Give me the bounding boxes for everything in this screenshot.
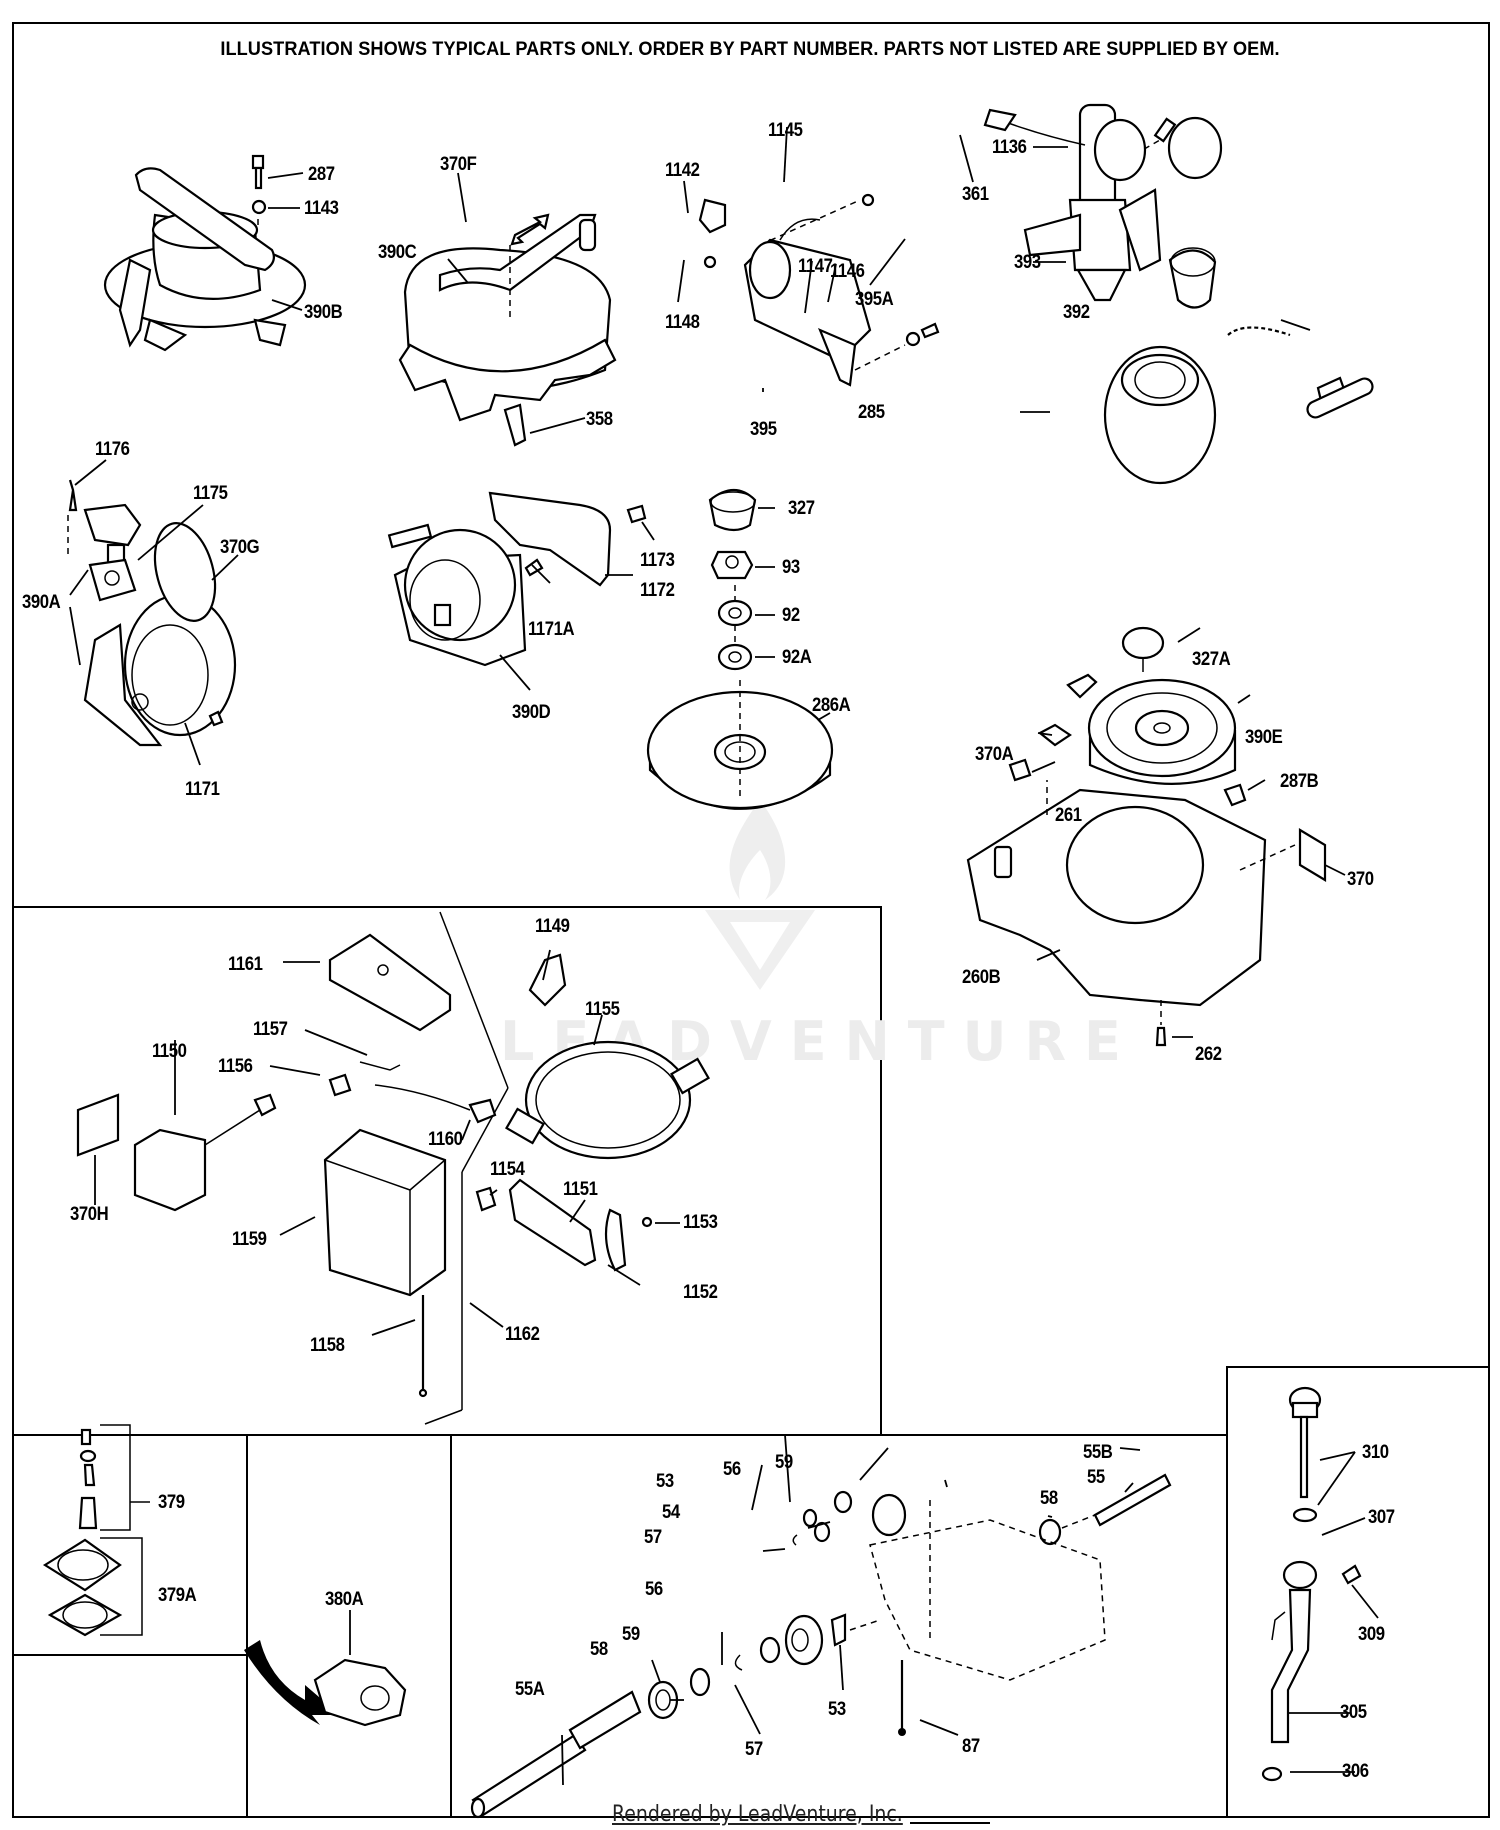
part-label[interactable]: 1172 bbox=[640, 580, 675, 601]
part-label[interactable]: 392 bbox=[1063, 302, 1090, 323]
part-label[interactable]: 59 bbox=[622, 1624, 640, 1645]
footer-rule bbox=[910, 1822, 990, 1824]
part-label[interactable]: 1148 bbox=[665, 312, 700, 333]
part-label[interactable]: 55A bbox=[515, 1679, 545, 1700]
part-label[interactable]: 55B bbox=[1083, 1442, 1113, 1463]
part-label[interactable]: 310 bbox=[1362, 1442, 1389, 1463]
part-label[interactable]: 57 bbox=[644, 1527, 662, 1548]
part-label[interactable]: 1160 bbox=[428, 1129, 463, 1150]
part-label[interactable]: 262 bbox=[1195, 1044, 1222, 1065]
oil-fill-frame bbox=[1226, 1366, 1490, 1818]
part-label[interactable]: 1162 bbox=[505, 1324, 540, 1345]
part-label[interactable]: 55 bbox=[1087, 1467, 1105, 1488]
part-label[interactable]: 1153 bbox=[683, 1212, 718, 1233]
part-label[interactable]: 370 bbox=[1347, 869, 1374, 890]
part-label[interactable]: 1142 bbox=[665, 160, 700, 181]
part-label[interactable]: 390E bbox=[1245, 727, 1283, 748]
part-label[interactable]: 1156 bbox=[218, 1056, 253, 1077]
part-label[interactable]: 1173 bbox=[640, 550, 675, 571]
part-label[interactable]: 1145 bbox=[768, 120, 803, 141]
part-label[interactable]: 57 bbox=[745, 1739, 763, 1760]
part-label[interactable]: 286A bbox=[812, 695, 851, 716]
part-label[interactable]: 327A bbox=[1192, 649, 1231, 670]
part-label[interactable]: 1151 bbox=[563, 1179, 598, 1200]
carb-kit-frame bbox=[12, 1434, 248, 1656]
electric-start-frame bbox=[12, 906, 882, 1436]
part-label[interactable]: 285 bbox=[858, 402, 885, 423]
part-label[interactable]: 58 bbox=[1040, 1488, 1058, 1509]
part-label[interactable]: 287 bbox=[308, 164, 335, 185]
part-label[interactable]: 53 bbox=[656, 1471, 674, 1492]
part-label[interactable]: 370H bbox=[70, 1204, 109, 1225]
part-label[interactable]: 358 bbox=[586, 409, 613, 430]
part-label[interactable]: 390B bbox=[304, 302, 343, 323]
part-label[interactable]: 59 bbox=[775, 1452, 793, 1473]
part-label[interactable]: 53 bbox=[828, 1699, 846, 1720]
part-label[interactable]: 93 bbox=[782, 557, 800, 578]
part-label[interactable]: 370A bbox=[975, 744, 1014, 765]
part-label[interactable]: 1143 bbox=[304, 198, 339, 219]
part-label[interactable]: 1171 bbox=[185, 779, 220, 800]
part-label[interactable]: 1159 bbox=[232, 1229, 267, 1250]
gears-frame bbox=[450, 1434, 1228, 1818]
part-label[interactable]: 390C bbox=[378, 242, 417, 263]
part-label[interactable]: 260B bbox=[962, 967, 1001, 988]
render-credit: Rendered by LeadVenture, Inc. bbox=[612, 1802, 903, 1827]
part-label[interactable]: 1149 bbox=[535, 916, 570, 937]
carb-frame bbox=[246, 1434, 452, 1818]
part-label[interactable]: 395 bbox=[750, 419, 777, 440]
part-label[interactable]: 58 bbox=[590, 1639, 608, 1660]
part-label[interactable]: 56 bbox=[645, 1579, 663, 1600]
part-label[interactable]: 327 bbox=[788, 498, 815, 519]
part-label[interactable]: 92A bbox=[782, 647, 812, 668]
part-label[interactable]: 287B bbox=[1280, 771, 1319, 792]
part-label[interactable]: 305 bbox=[1340, 1702, 1367, 1723]
part-label[interactable]: 1158 bbox=[310, 1335, 345, 1356]
part-label[interactable]: 1136 bbox=[992, 137, 1027, 158]
part-label[interactable]: 370F bbox=[440, 154, 477, 175]
part-label[interactable]: 1157 bbox=[253, 1019, 288, 1040]
part-label[interactable]: 1146 bbox=[830, 261, 865, 282]
part-label[interactable]: 361 bbox=[962, 184, 989, 205]
part-label[interactable]: 54 bbox=[662, 1502, 680, 1523]
part-label[interactable]: 393 bbox=[1014, 252, 1041, 273]
part-label[interactable]: 370G bbox=[220, 537, 260, 558]
part-label[interactable]: 1147 bbox=[798, 256, 833, 277]
part-label[interactable]: 261 bbox=[1055, 805, 1082, 826]
part-label[interactable]: 390D bbox=[512, 702, 551, 723]
part-label[interactable]: 395A bbox=[855, 289, 894, 310]
part-label[interactable]: 1150 bbox=[152, 1041, 187, 1062]
part-label[interactable]: 1152 bbox=[683, 1282, 718, 1303]
part-label[interactable]: 1175 bbox=[193, 483, 228, 504]
parts-notice: ILLUSTRATION SHOWS TYPICAL PARTS ONLY. O… bbox=[220, 38, 1280, 60]
part-label[interactable]: 309 bbox=[1358, 1624, 1385, 1645]
part-label[interactable]: 390A bbox=[22, 592, 61, 613]
part-label[interactable]: 87 bbox=[962, 1736, 980, 1757]
part-label[interactable]: 379A bbox=[158, 1585, 197, 1606]
part-label[interactable]: 92 bbox=[782, 605, 800, 626]
part-label[interactable]: 1176 bbox=[95, 439, 130, 460]
part-label[interactable]: 380A bbox=[325, 1589, 364, 1610]
part-label[interactable]: 56 bbox=[723, 1459, 741, 1480]
part-label[interactable]: 307 bbox=[1368, 1507, 1395, 1528]
part-label[interactable]: 306 bbox=[1342, 1761, 1369, 1782]
part-label[interactable]: 379 bbox=[158, 1492, 185, 1513]
part-label[interactable]: 1154 bbox=[490, 1159, 525, 1180]
part-label[interactable]: 1171A bbox=[528, 619, 575, 640]
part-label[interactable]: 1155 bbox=[585, 999, 620, 1020]
part-label[interactable]: 1161 bbox=[228, 954, 263, 975]
